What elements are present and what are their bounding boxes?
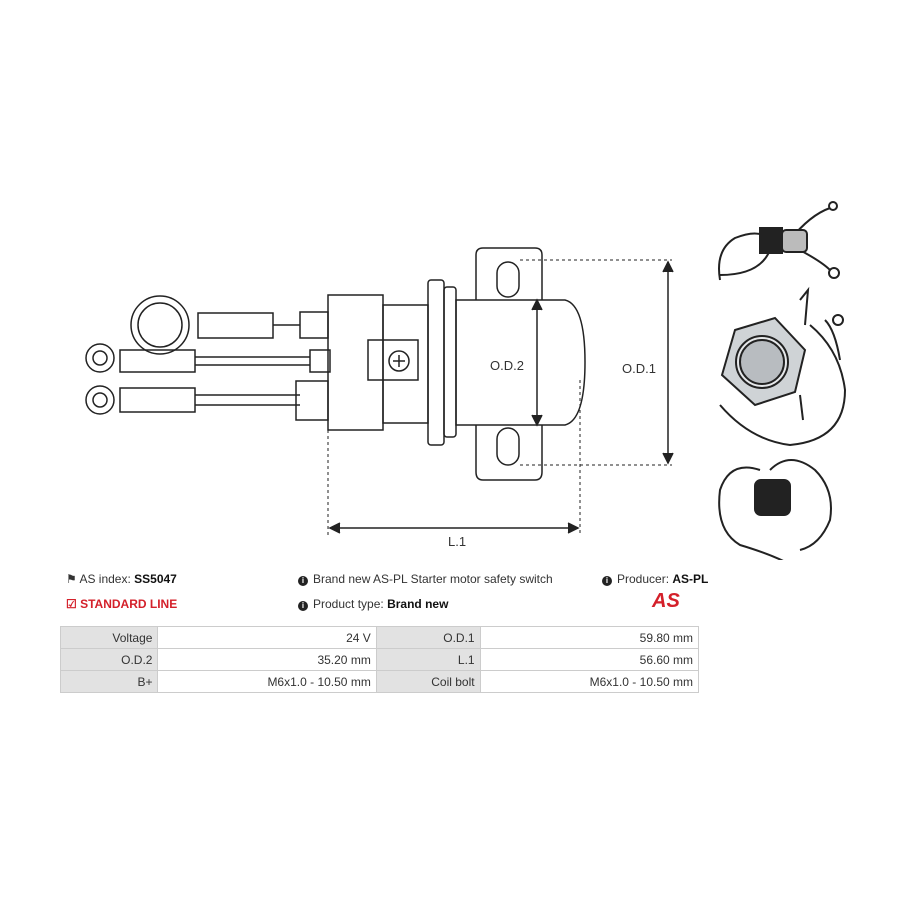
wire-ring-terminal-bottom xyxy=(85,380,329,421)
wire-ring-terminal-top xyxy=(130,295,329,355)
spec-label: L.1 xyxy=(375,648,481,671)
od2-label: O.D.2 xyxy=(490,358,524,373)
spec-value: 56.60 mm xyxy=(479,648,700,671)
spec-value: M6x1.0 - 10.50 mm xyxy=(157,670,377,693)
as-pl-logo: AS xyxy=(652,590,680,612)
spec-value: 59.80 mm xyxy=(479,626,700,649)
spec-value: 35.20 mm xyxy=(157,648,377,671)
technical-drawing xyxy=(85,201,847,560)
product-photo-1 xyxy=(718,201,840,281)
spec-label: Coil bolt xyxy=(375,670,481,693)
checkbox-icon: ☑ xyxy=(66,597,77,611)
info-icon: i xyxy=(602,576,612,586)
info-icon: i xyxy=(298,601,308,611)
product-photo-3 xyxy=(718,459,832,560)
spec-label: O.D.1 xyxy=(375,626,481,649)
spec-label: O.D.2 xyxy=(59,648,159,671)
as-index: ⚑ AS index: SS5047 xyxy=(66,572,177,586)
spec-label: Voltage xyxy=(59,626,159,649)
wire-ring-terminal-mid xyxy=(85,343,331,373)
standard-line-badge: ☑ STANDARD LINE xyxy=(66,597,178,611)
spec-value: 24 V xyxy=(157,626,377,649)
info-icon: i xyxy=(298,576,308,586)
spec-label: B+ xyxy=(59,670,159,693)
spec-value: M6x1.0 - 10.50 mm xyxy=(479,670,700,693)
l1-label: L.1 xyxy=(448,534,467,549)
od1-label: O.D.1 xyxy=(622,361,656,376)
tags-icon: ⚑ xyxy=(66,572,77,586)
product-photo-2 xyxy=(719,286,847,447)
